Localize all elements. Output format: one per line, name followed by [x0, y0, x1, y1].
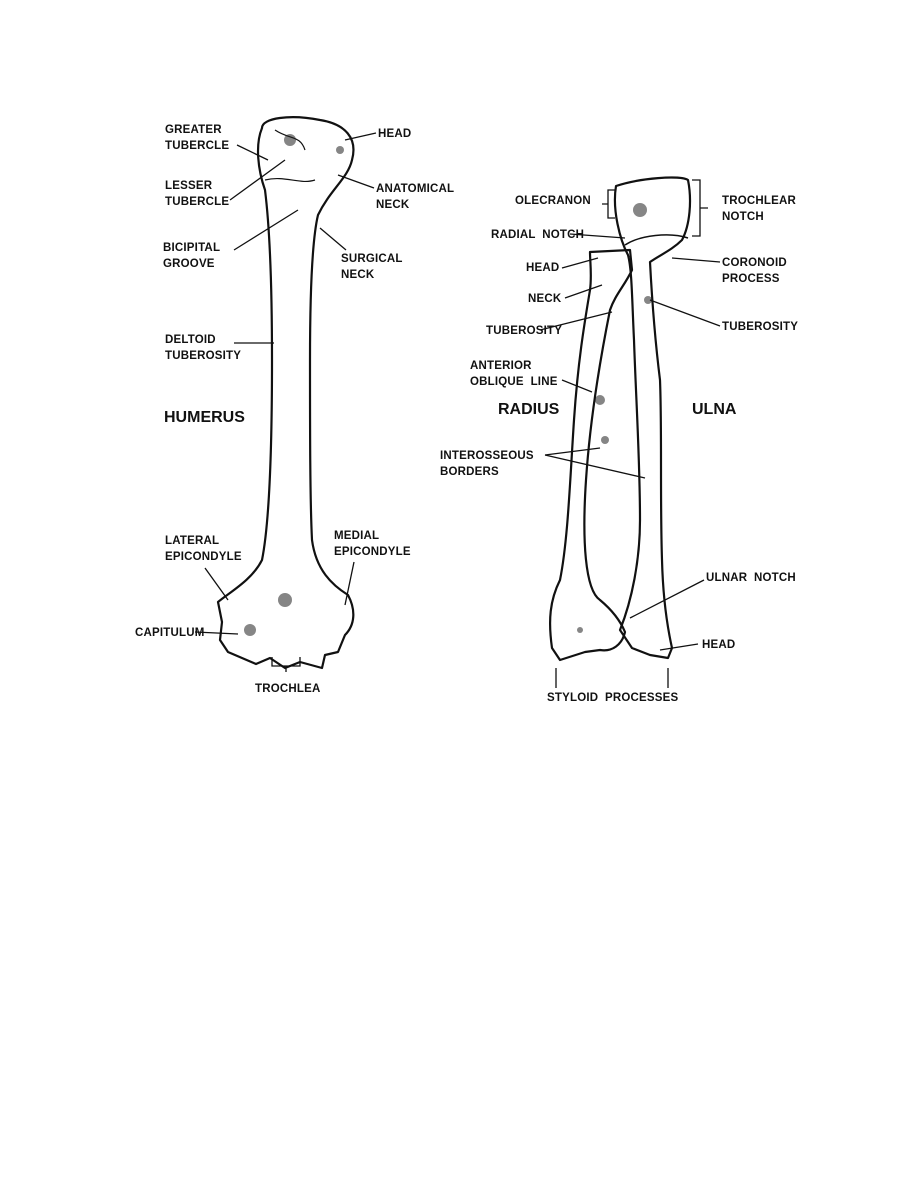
label-lateral-epicondyle: LATERAL EPICONDYLE — [165, 535, 242, 563]
label-surgical-neck: SURGICAL NECK — [341, 253, 403, 281]
radius-title: RADIUS — [498, 401, 560, 418]
label-greater-tubercle: GREATER TUBERCLE — [165, 124, 230, 152]
label-olecranon: OLECRANON — [515, 195, 591, 207]
label-interosseous-borders: INTEROSSEOUS BORDERS — [440, 450, 534, 478]
label-neck: NECK — [528, 293, 562, 305]
label-bicipital-groove: BICIPITAL GROOVE — [163, 242, 221, 270]
humerus-outline — [216, 116, 355, 670]
ulna-outline — [613, 176, 692, 660]
label-humerus-head: HEAD — [378, 128, 412, 140]
label-coronoid-process: CORONOID PROCESS — [722, 257, 787, 285]
label-radial-tuberosity: TUBEROSITY — [486, 325, 563, 337]
label-deltoid-tuberosity: DELTOID TUBEROSITY — [165, 334, 242, 362]
label-medial-epicondyle: MEDIAL EPICONDYLE — [334, 530, 411, 558]
ulna-title: ULNA — [692, 401, 737, 418]
label-lesser-tubercle: LESSER TUBERCLE — [165, 180, 230, 208]
label-styloid-processes: STYLOID PROCESSES — [547, 692, 679, 704]
label-radial-notch: RADIAL NOTCH — [491, 229, 585, 241]
label-ulna-head: HEAD — [702, 639, 736, 651]
label-trochlea: TROCHLEA — [255, 683, 321, 695]
radius-outline — [548, 248, 634, 662]
leader-lines — [194, 132, 721, 688]
label-radius-head: HEAD — [526, 262, 560, 274]
label-ulnar-notch: ULNAR NOTCH — [706, 572, 796, 584]
bone-stippling — [244, 134, 652, 636]
label-anterior-oblique-line: ANTERIOR OBLIQUE LINE — [470, 360, 558, 388]
label-anatomical-neck: ANATOMICAL NECK — [376, 183, 455, 211]
label-trochlear-notch: TROCHLEAR NOTCH — [722, 195, 796, 223]
humerus-title: HUMERUS — [164, 409, 245, 426]
label-capitulum: CAPITULUM — [135, 627, 205, 639]
label-ulnar-tuberosity: TUBEROSITY — [722, 321, 799, 333]
